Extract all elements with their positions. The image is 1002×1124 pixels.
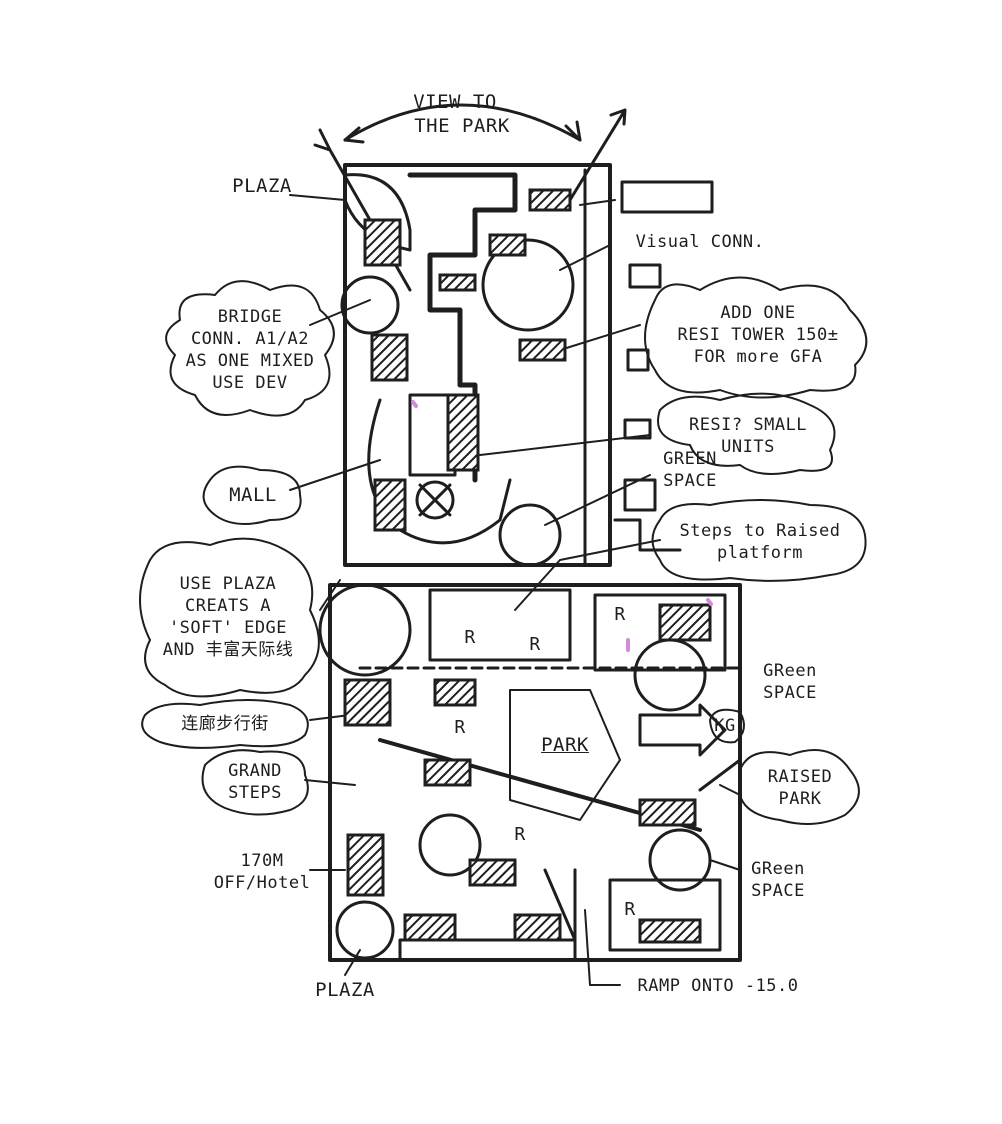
resi-line2: UNITS [721, 437, 775, 457]
green1-line2: SPACE [663, 471, 717, 491]
tower-line1: 170M [240, 851, 284, 871]
bridge-line3: AS ONE MIXED [185, 351, 315, 371]
steps-line2: platform [717, 543, 803, 563]
tower-line2: OFF/Hotel [213, 873, 311, 893]
park-label: PARK [541, 734, 589, 756]
use-plaza-line1: USE PLAZA [179, 574, 277, 594]
visual-conn-label: Visual CONN. [635, 232, 765, 252]
resi-line1: RESI? SMALL [688, 415, 808, 435]
retail-marker: R [454, 717, 466, 738]
add-tower-line1: ADD ONE [720, 303, 796, 323]
cloud-add-tower [644, 276, 868, 399]
green1-line1: GREEN [663, 449, 717, 469]
green3-line1: GReen [751, 859, 805, 879]
retail-marker: R [514, 824, 526, 845]
add-tower-line3: FOR more GFA [693, 347, 823, 367]
raised-park-line1: RAISED [767, 767, 833, 787]
retail-marker: R [529, 634, 541, 655]
cloud-raised-park [739, 749, 860, 825]
tower-170-note: 170M OFF/Hotel [214, 850, 311, 894]
green-space-2-label: GReen SPACE [763, 660, 817, 704]
pink-highlights [411, 400, 713, 652]
resi-note: RESI? SMALL UNITS [689, 414, 807, 458]
steps-line1: Steps to Raised [679, 521, 841, 541]
kg-label: KG [714, 716, 736, 736]
use-plaza-note: USE PLAZA CREATS A 'SOFT' EDGE AND 丰富天际线 [163, 573, 293, 661]
green3-line2: SPACE [751, 881, 805, 901]
green-space-1-label: GREEN SPACE [663, 448, 717, 492]
raised-park-note: RAISED PARK [768, 766, 832, 810]
cloud-steps [651, 499, 867, 582]
retail-marker: R [624, 899, 636, 920]
grand-steps-note: GRAND STEPS [228, 760, 282, 804]
add-tower-note: ADD ONE RESI TOWER 150± FOR more GFA [677, 302, 838, 368]
grand-steps-line2: STEPS [228, 783, 282, 803]
bridge-line2: CONN. A1/A2 [190, 329, 310, 349]
bridge-note: BRIDGE CONN. A1/A2 AS ONE MIXED USE DEV [186, 306, 315, 394]
use-plaza-line4: AND 丰富天际线 [162, 640, 294, 660]
top-block-outline [343, 163, 612, 567]
green2-line1: GReen [763, 661, 817, 681]
cloud-use-plaza [139, 537, 320, 698]
mall-label: MALL [229, 484, 277, 506]
bridge-line4: USE DEV [212, 373, 288, 393]
retail-marker: R [464, 627, 476, 648]
bridge-line1: BRIDGE [217, 307, 283, 327]
view-label-line2: THE PARK [414, 115, 510, 137]
cloud-resi [657, 392, 836, 475]
add-tower-line2: RESI TOWER 150± [677, 325, 839, 345]
raised-park-line2: PARK [778, 789, 822, 809]
cloud-mall [202, 465, 302, 525]
ped-street-label: 连廊步行街 [181, 714, 269, 734]
green-space-3-label: GReen SPACE [751, 858, 805, 902]
view-label-line1: VIEW TO [413, 91, 497, 113]
use-plaza-line3: 'SOFT' EDGE [168, 618, 288, 638]
cloud-bridge [165, 280, 335, 417]
plaza-top-label: PLAZA [232, 175, 292, 197]
retail-marker: R [614, 604, 626, 625]
use-plaza-line2: CREATS A [185, 596, 271, 616]
ramp-label: RAMP ONTO -15.0 [637, 976, 799, 996]
grand-steps-line1: GRAND [228, 761, 282, 781]
cloud-grand-steps [201, 749, 309, 816]
green2-line2: SPACE [763, 683, 817, 703]
plaza-bottom-label: PLAZA [315, 979, 375, 1001]
cloud-ped-street [141, 699, 309, 749]
steps-note: Steps to Raised platform [679, 520, 840, 564]
view-arc [343, 103, 582, 142]
